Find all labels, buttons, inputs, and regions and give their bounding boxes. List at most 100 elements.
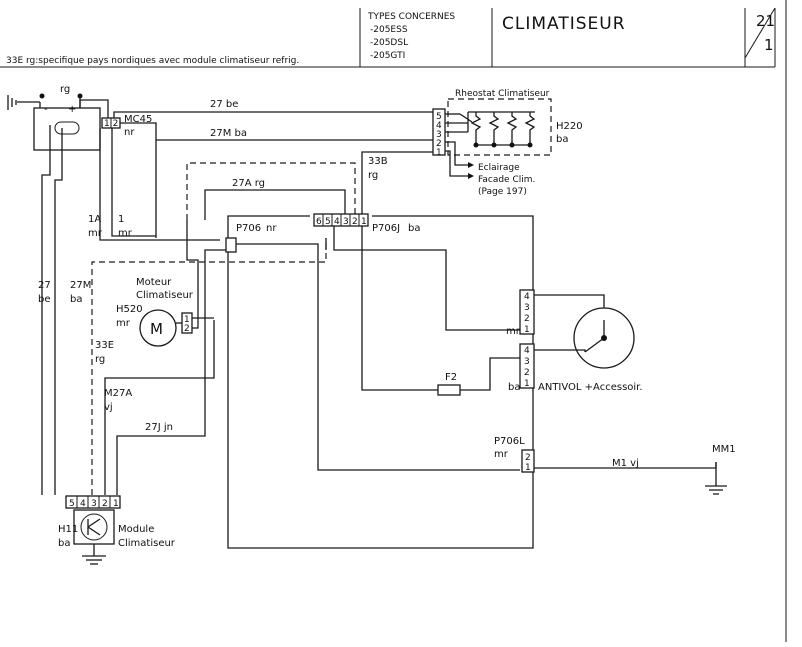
rheostat-pin: 3	[436, 130, 442, 140]
p706-color: nr	[266, 223, 277, 234]
module-color: ba	[58, 538, 70, 549]
left-wires: 1A mr 1 mr 27 be 27M ba 33E rg M27A vj 2…	[38, 125, 327, 495]
antivol-pin: 2	[524, 368, 530, 378]
mc45-color: nr	[124, 127, 135, 138]
rheostat-pin: 5	[436, 112, 442, 122]
mr-pin: 1	[524, 325, 530, 335]
module-pin: 2	[102, 499, 108, 509]
rheostat-pin: 4	[436, 121, 442, 131]
antivol-color: ba	[508, 382, 520, 393]
mc45-name: MC45	[124, 114, 152, 125]
antivol-pin: 3	[524, 357, 530, 367]
battery: - + rg	[7, 84, 101, 151]
wire-label: 1	[118, 214, 124, 225]
wire-label: 27M ba	[210, 128, 247, 139]
type-item: -205GTI	[370, 51, 405, 61]
type-item: -205ESS	[370, 25, 408, 35]
motor-pin: 1	[184, 315, 190, 325]
rheostat-name: H220	[556, 121, 583, 132]
module-pin: 5	[69, 499, 75, 509]
motor-label-1: Moteur	[136, 277, 172, 288]
p706l-color: mr	[494, 449, 509, 460]
rheostat-pin: 1	[436, 148, 442, 158]
mr-pin: 2	[524, 314, 530, 324]
module-label-2: Climatiseur	[118, 538, 176, 549]
antivol-switch: 4 3 2 1 ba ANTIVOL +Accessoir.	[508, 307, 643, 393]
mc45-connector: 1 2 MC45 nr	[101, 114, 152, 138]
wire-label: mr	[118, 228, 133, 239]
mc45-pins: 1 2	[104, 119, 118, 129]
p706-pin: 1	[361, 217, 367, 227]
page-number-top: 21	[756, 12, 775, 30]
page-title: CLIMATISEUR	[502, 14, 626, 34]
rheostat: Rheostat Climatiseur 5 4 3 2 1 H220 ba E…	[432, 89, 583, 197]
p706j-color: ba	[408, 223, 420, 234]
wire-label: vj	[104, 402, 113, 413]
wire-label: 1A	[88, 214, 101, 225]
module-pin: 1	[113, 499, 119, 509]
wire-label: ba	[70, 294, 82, 305]
battery-minus: -	[44, 104, 48, 115]
wire-label: 33E	[95, 340, 114, 351]
antivol-pin: 1	[524, 379, 530, 389]
wire-label: rg	[95, 354, 105, 365]
p706-pin: 2	[352, 217, 358, 227]
eclairage-line-3: (Page 197)	[478, 187, 527, 197]
p706l-name: P706L	[494, 436, 525, 447]
p706l-pin: 1	[525, 463, 531, 473]
motor-pin: 2	[184, 324, 190, 334]
wire-label: mr	[88, 228, 103, 239]
page-number-bottom: 1	[764, 36, 774, 54]
rheostat-title: Rheostat Climatiseur	[455, 89, 550, 99]
motor-name: H520	[116, 304, 143, 315]
p706l-pin: 2	[525, 453, 531, 463]
wire-label: 33B	[368, 156, 388, 167]
fuse-f2: F2	[437, 357, 520, 396]
wire-label: M1 vj	[612, 458, 639, 469]
ground-name: MM1	[712, 444, 736, 455]
p706-pin: 6	[316, 217, 322, 227]
mr-pin: 4	[524, 292, 530, 302]
fuse-name: F2	[445, 372, 457, 383]
module-label-1: Module	[118, 524, 154, 535]
wire-label: 27 be	[210, 99, 238, 110]
title-block: TYPES CONCERNES -205ESS -205DSL -205GTI …	[0, 7, 776, 68]
eclairage-line-2: Facade Clim.	[478, 175, 535, 185]
motor: Moteur Climatiseur H520 mr M 1 2	[116, 220, 214, 347]
p706l-connector: P706L mr 2 1 M1 vj	[494, 436, 717, 473]
p706j-name: P706J	[372, 223, 400, 234]
module-pin: 4	[80, 499, 86, 509]
wire-label: 27A rg	[232, 178, 265, 189]
antivol-label: ANTIVOL +Accessoir.	[538, 382, 643, 393]
mr-connector-color: mr	[506, 326, 521, 337]
motor-symbol: M	[150, 320, 163, 338]
header-note: 33E rg:specifique pays nordiques avec mo…	[6, 56, 299, 66]
antivol-pin: 4	[524, 346, 530, 356]
rheostat-pin: 2	[436, 139, 442, 149]
wire-label: 27M	[70, 280, 91, 291]
module-pin: 3	[91, 499, 97, 509]
eclairage-line-1: Eclairage	[478, 163, 520, 173]
module-name: H11	[58, 524, 78, 535]
wire-label: M27A	[104, 388, 132, 399]
motor-label-2: Climatiseur	[136, 290, 194, 301]
type-item: -205DSL	[370, 38, 408, 48]
wire-label: 27	[38, 280, 51, 291]
rheostat-color: ba	[556, 134, 568, 145]
ground-mm1: MM1	[705, 444, 736, 495]
motor-color: mr	[116, 318, 131, 329]
main-harness: 6 5 4 3 2 1 P706 nr P706J ba	[225, 213, 534, 549]
p706-pin: 5	[325, 217, 331, 227]
wire-label: rg	[368, 170, 378, 181]
top-wires: 27 be 27M ba 27A rg 33B rg	[79, 99, 433, 238]
p706-pin: 3	[343, 217, 349, 227]
types-title: TYPES CONCERNES	[367, 12, 455, 22]
module-h11: 5 4 3 2 1 H11 ba Module Climatiseur	[58, 495, 176, 565]
mr-pin: 3	[524, 303, 530, 313]
battery-wire-color: rg	[60, 84, 70, 95]
p706-pin: 4	[334, 217, 340, 227]
battery-plus: +	[68, 104, 76, 115]
wire-label: be	[38, 294, 51, 305]
